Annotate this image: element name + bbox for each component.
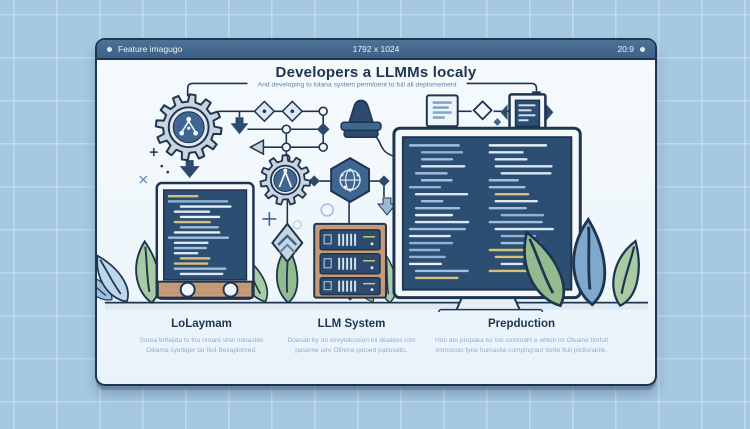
- cone-marker-icon: [340, 99, 382, 138]
- caption-desc-line: paseme uiro Olinma gotoed patiosatic.: [295, 347, 408, 355]
- leaves-left: [97, 239, 166, 309]
- caption-desc-line: Olliama cyettiger tar fluil Bexaplomed.: [146, 347, 257, 355]
- caption-llm-system: LLM System Doasab by on sireylaksision i…: [269, 318, 434, 356]
- tablet-knob: [179, 281, 196, 298]
- terminal-node: [500, 93, 554, 133]
- caption-title: LoLaymam: [171, 318, 232, 330]
- arrow-down-icon: [376, 197, 397, 216]
- tablet-knob: [222, 281, 239, 298]
- arrow-down-icon: [230, 117, 249, 135]
- caption-title: Prepduction: [487, 318, 556, 330]
- server-bays: [319, 229, 381, 296]
- flow-arrows-down: [179, 117, 397, 216]
- caption-lolaymam: LoLaymam Sorea brifalida to fou nmare sh…: [119, 318, 284, 356]
- caption-prepduction: Prepduction Hon ato propaka tui Ino comm…: [419, 318, 624, 356]
- aspect-ratio-label: 20:9: [617, 44, 634, 54]
- network-hexagon-icon: [330, 156, 371, 204]
- page-title: Developers a LLMMs localy: [275, 64, 477, 81]
- feature-image-window: Feature imagugo 1792 x 1024 20:9 Develop…: [95, 38, 657, 386]
- gear-large-icon: [154, 93, 223, 162]
- flow-wires: [218, 110, 509, 224]
- window-titlebar: Feature imagugo 1792 x 1024 20:9: [97, 40, 655, 60]
- window-dot-left-icon: [107, 46, 112, 52]
- workflow-illustration: And developing to lolana system permloen…: [97, 81, 655, 312]
- caption-desc-line: Sorea brifalida to fou nmare shel ndoast…: [139, 337, 264, 344]
- window-title-label: Feature imagugo: [118, 44, 183, 54]
- page-subtitle: And developing to lolana system permloen…: [258, 81, 457, 88]
- caption-desc-line: Hon ato propaka tui Ino commahi e which …: [435, 337, 608, 344]
- tablet-screen-code: [167, 195, 232, 276]
- window-dot-right-icon: [640, 46, 645, 52]
- titlebar-left: Feature imagugo: [107, 44, 182, 54]
- monitor-screen-code-left: [408, 144, 470, 280]
- document-node: [425, 94, 459, 128]
- caption-desc-line: immonsic tyne humaslia comping'aur tonte…: [435, 347, 608, 355]
- arrow-down-icon: [179, 160, 200, 179]
- shield-diamond-icon: [271, 222, 304, 264]
- server-rack: [313, 222, 387, 301]
- monitor-screen-code-right: [488, 144, 554, 273]
- ground-shadow: [104, 303, 649, 310]
- gear-small-icon: [259, 154, 312, 206]
- caption-desc-line: Doasab by on sireylaksision inl deabies …: [287, 337, 416, 344]
- decoration-marks: [139, 118, 502, 294]
- tablet-device: [155, 181, 255, 300]
- caption-title: LLM System: [317, 318, 386, 330]
- titlebar-right: 20:9: [617, 44, 645, 54]
- caption-row: LoLaymam Sorea brifalida to fou nmare sh…: [97, 318, 655, 380]
- branch-network-glyph: [181, 120, 197, 133]
- subtitle-connectors: [186, 82, 538, 97]
